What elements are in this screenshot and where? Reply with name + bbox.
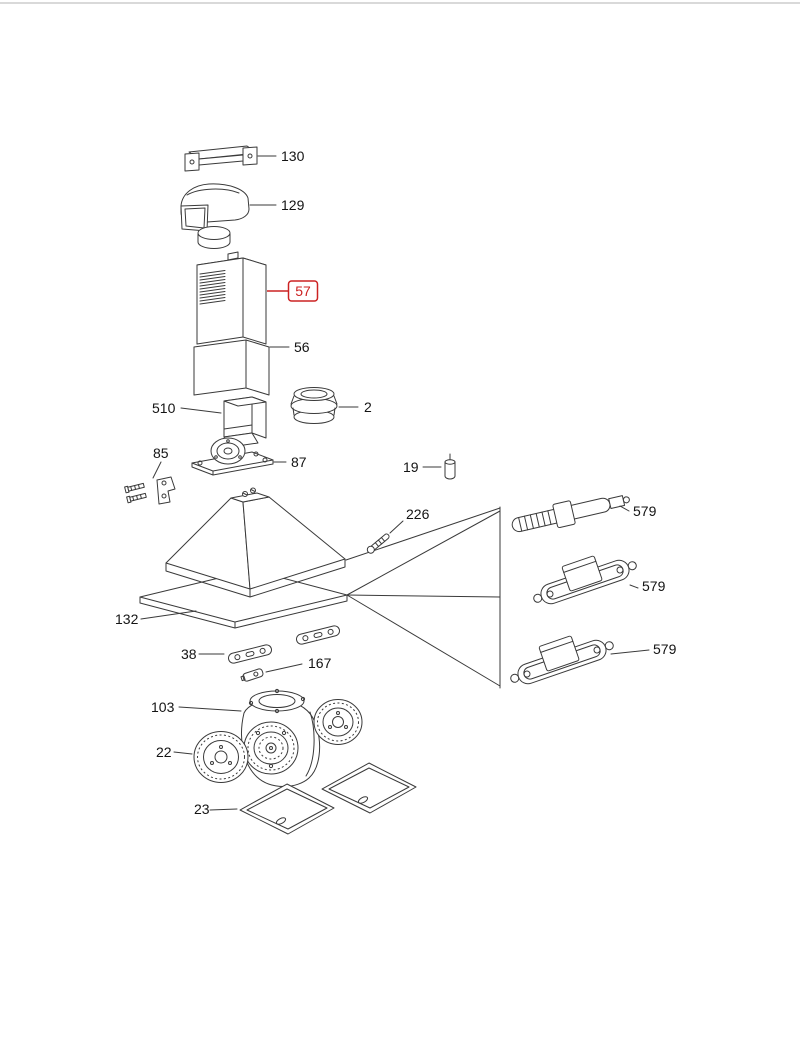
- part-103-blower-housing: [241, 688, 321, 787]
- part-57-chimney-upper: [196, 251, 267, 345]
- part-22-impeller-right: [313, 699, 363, 745]
- leader-579-middle: [629, 584, 639, 589]
- part-label-57: 57: [295, 283, 311, 299]
- leader-85: [152, 461, 162, 479]
- part-labels: 130 129 57 56 510 2 87 85 19 226 132 38: [115, 148, 677, 817]
- leader-103: [178, 706, 242, 712]
- part-129-duct-elbow: [180, 183, 250, 249]
- leader-23: [209, 808, 238, 811]
- leader-167: [265, 663, 303, 673]
- part-22-impeller-left: [193, 731, 249, 783]
- vent-slots: [199, 270, 226, 305]
- part-label-56: 56: [294, 339, 310, 355]
- leader-579-bottom: [610, 649, 650, 655]
- part-label-129: 129: [281, 197, 305, 213]
- part-87-motor-mount: [191, 437, 274, 476]
- part-19-lamp-holder: [444, 453, 456, 480]
- part-579-lamp-top: [511, 495, 630, 533]
- part-130-mounting-bracket: [184, 145, 258, 172]
- part-2-duct-adapter: [290, 387, 338, 424]
- top-border-line: [0, 2, 800, 4]
- part-23-filter-right: [321, 762, 417, 814]
- part-label-130: 130: [281, 148, 305, 164]
- leader-579-top: [619, 505, 630, 512]
- part-226-pin: [366, 533, 390, 554]
- part-label-22: 22: [156, 744, 172, 760]
- part-label-38: 38: [181, 646, 197, 662]
- part-label-579-top: 579: [633, 503, 657, 519]
- part-label-167: 167: [308, 655, 332, 671]
- leader-226: [389, 520, 404, 534]
- hood-canopy: [165, 487, 346, 598]
- leader-132: [140, 610, 197, 620]
- part-85-bracket-screws: [124, 476, 176, 505]
- leader-22: [173, 751, 193, 755]
- part-label-579-middle: 579: [642, 578, 666, 594]
- part-23-filter-left: [239, 783, 335, 835]
- part-56-chimney-lower: [193, 339, 270, 396]
- part-38-bracket-right: [296, 625, 340, 645]
- reference-fan-lines: [345, 506, 501, 689]
- part-579-lamp-bottom: [510, 635, 614, 685]
- leader-510: [180, 407, 222, 414]
- part-label-23: 23: [194, 801, 210, 817]
- part-167-clip: [240, 668, 264, 682]
- part-label-87: 87: [291, 454, 307, 470]
- part-label-85: 85: [153, 445, 169, 461]
- highlight-box-57: [287, 280, 319, 302]
- part-label-103: 103: [151, 699, 175, 715]
- part-label-19: 19: [403, 459, 419, 475]
- part-label-579-bottom: 579: [653, 641, 677, 657]
- part-579-lamp-middle: [533, 555, 637, 605]
- part-label-2: 2: [364, 399, 372, 415]
- part-label-132: 132: [115, 611, 139, 627]
- part-label-510: 510: [152, 400, 176, 416]
- part-label-226: 226: [406, 506, 430, 522]
- part-38-bracket-left: [228, 644, 272, 664]
